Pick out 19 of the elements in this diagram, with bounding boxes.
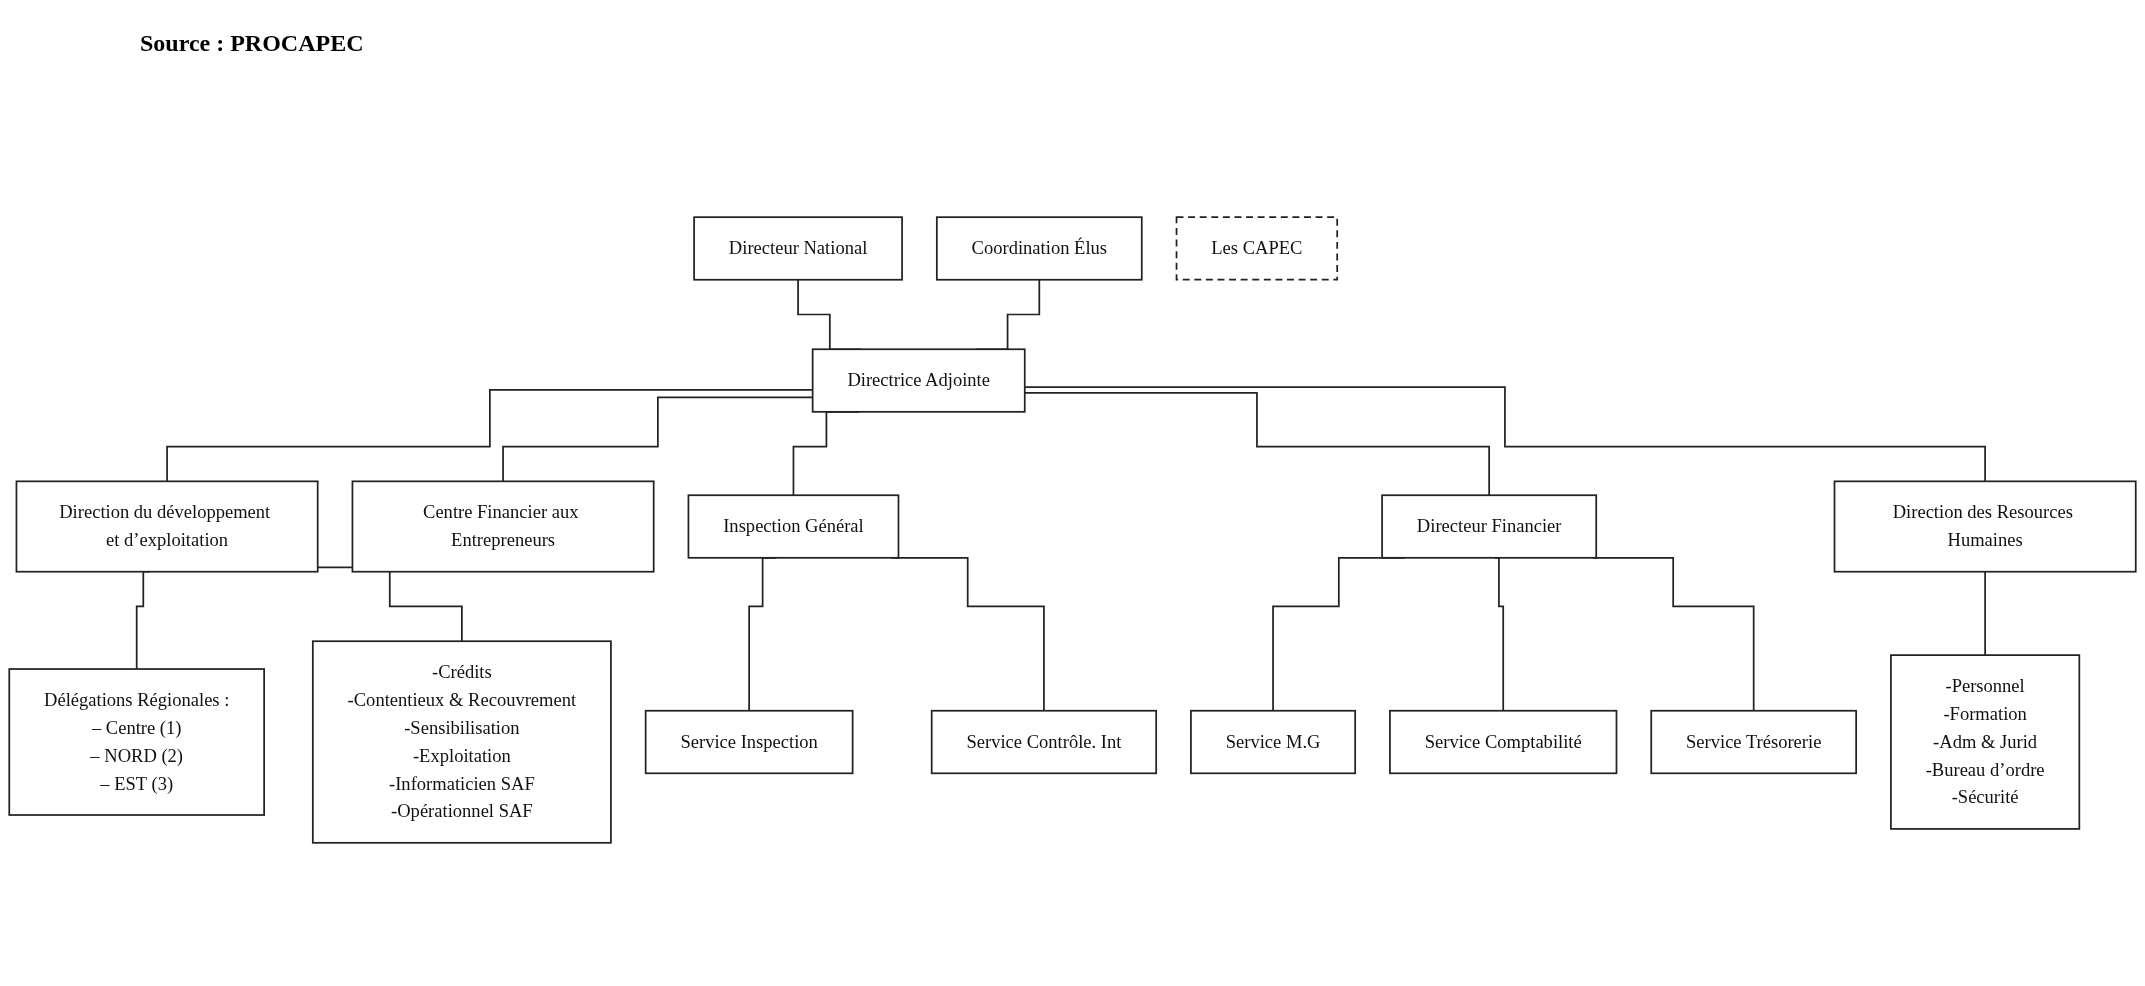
connector bbox=[1984, 570, 1986, 656]
node-box: Service Contrôle. Int bbox=[930, 709, 1158, 775]
node-box: Coordination Élus bbox=[935, 216, 1143, 281]
node-box: Direction du développement et d’exploitation bbox=[15, 480, 319, 573]
node-box: Service Inspection bbox=[644, 709, 854, 775]
node-box: Délégations Régionales : – Centre (1) – NORD (2) – EST (3) bbox=[8, 668, 265, 816]
node-box: Directrice Adjointe bbox=[811, 348, 1026, 413]
node-box: Inspection Général bbox=[687, 494, 900, 559]
node-box: Service Comptabilité bbox=[1389, 709, 1618, 775]
node-box: Service M.G bbox=[1190, 709, 1357, 775]
node-box: Les CAPEC bbox=[1175, 216, 1339, 281]
node-box: Direction des Resources Humaines bbox=[1833, 480, 2137, 573]
node-box: Directeur National bbox=[693, 216, 903, 281]
node-box: Centre Financier aux Entrepreneurs bbox=[351, 480, 655, 573]
node-box: Service Trésorerie bbox=[1650, 709, 1857, 775]
node-box: -Crédits -Contentieux & Recouvrement -Sensibilisation -Exploitation -Informaticien SAF -Opérationnel SAF bbox=[311, 640, 612, 844]
node-box: Directeur Financier bbox=[1381, 494, 1598, 559]
source-note: Source : PROCAPEC bbox=[140, 30, 364, 57]
node-box: -Personnel -Formation -Adm & Jurid -Bureau d’ordre -Sécurité bbox=[1890, 654, 2081, 830]
